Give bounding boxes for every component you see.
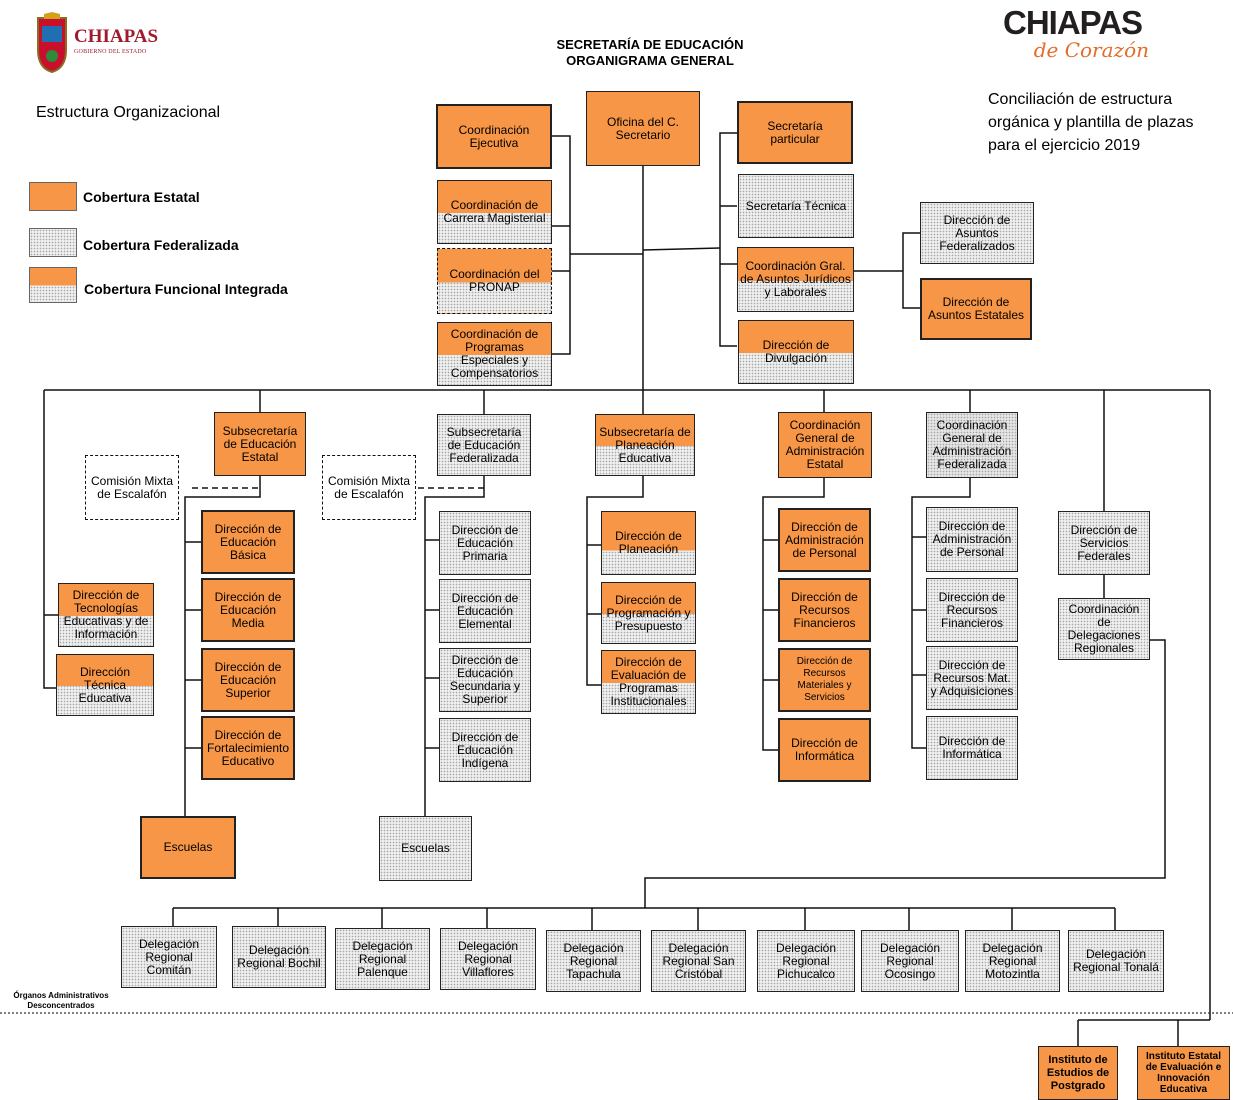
unit-oficina-secretario: Oficina del C. Secretario <box>586 91 700 166</box>
unit-dir-informatica-estatal: Dirección de Informática <box>778 718 871 782</box>
unit-dir-divulgacion: Dirección de Divulgación <box>738 320 854 384</box>
unit-dir-asuntos-fed: Dirección de Asuntos Federalizados <box>920 202 1034 264</box>
unit-dir-superior: Dirección de Educación Superior <box>201 648 295 712</box>
unit-dir-personal-estatal: Dirección de Administración de Personal <box>778 508 871 572</box>
unit-dir-planeacion: Dirección de Planeación <box>601 511 696 575</box>
unit-dir-fortalecimiento: Dirección de Fortalecimiento Educativo <box>201 716 295 780</box>
unit-dir-materiales-estatal: Dirección de Recursos Materiales y Servi… <box>778 648 871 712</box>
unit-delegacion-tapachula: Delegación Regional Tapachula <box>546 930 641 992</box>
unit-coord-ejecutiva: Coordinación Ejecutiva <box>436 104 552 169</box>
chiapas-de-corazon-logo: CHIAPAS de Corazón <box>1003 4 1153 68</box>
unit-dir-secundaria: Dirección de Educación Secundaria y Supe… <box>439 648 531 712</box>
unit-dir-financieros-fed: Dirección de Recursos Financieros <box>926 578 1018 642</box>
unit-dir-materiales-fed: Dirección de Recursos Mat. y Adquisicion… <box>926 646 1018 710</box>
legend-label-funcional: Cobertura Funcional Integrada <box>84 281 288 297</box>
unit-dir-basica: Dirección de Educación Básica <box>201 510 295 574</box>
unit-dir-primaria: Dirección de Educación Primaria <box>439 511 531 575</box>
unit-dir-programacion: Dirección de Programación y Presupuesto <box>601 582 696 644</box>
left-logo-text: CHIAPAS <box>74 26 159 47</box>
unit-subsec-estatal: Subsecretaría de Educación Estatal <box>214 412 306 476</box>
unit-instituto-postgrado: Instituto de Estudios de Postgrado <box>1038 1046 1118 1100</box>
label-organos-desconcentrados: Órganos Administrativos Desconcentrados <box>13 991 109 1010</box>
unit-dir-elemental: Dirección de Educación Elemental <box>439 579 531 643</box>
unit-delegacion-villaflores: Delegación Regional Villaflores <box>440 928 536 990</box>
legend-swatch-federalizada <box>29 228 77 257</box>
unit-delegacion-san-cristobal: Delegación Regional San Cristóbal <box>651 930 746 992</box>
unit-subsec-federalizada: Subsecretaría de Educación Federalizada <box>437 414 531 476</box>
legend-label-federalizada: Cobertura Federalizada <box>83 237 239 253</box>
unit-dir-tecnologias: Dirección de Tecnologías Educativas y de… <box>58 583 154 647</box>
unit-delegacion-pichucalco: Delegación Regional Pichucalco <box>757 930 855 992</box>
unit-sec-particular: Secretaría particular <box>737 101 853 164</box>
unit-delegacion-tonala: Delegación Regional Tonalá <box>1068 930 1164 992</box>
unit-delegacion-ocosingo: Delegación Regional Ocosingo <box>861 930 959 992</box>
unit-delegacion-comitan: Delegación Regional Comitán <box>121 926 217 988</box>
unit-coord-programas: Coordinación de Programas Especiales y C… <box>437 322 552 386</box>
unit-coord-delegaciones: Coordinación de Delegaciones Regionales <box>1058 598 1150 660</box>
right-logo-text: CHIAPAS <box>1003 4 1143 41</box>
legend-label-estatal: Cobertura Estatal <box>83 189 200 205</box>
unit-subsec-planeacion: Subsecretaría de Planeación Educativa <box>595 414 695 476</box>
unit-delegacion-bochil: Delegación Regional Bochil <box>232 926 326 988</box>
unit-dir-financieros-estatal: Dirección de Recursos Financieros <box>778 578 871 642</box>
unit-dir-evaluacion: Dirección de Evaluación de Programas Ins… <box>601 650 696 714</box>
unit-escuelas-1: Escuelas <box>140 816 236 879</box>
unit-comision-escalafon-1: Comisión Mixta de Escalafón <box>85 455 179 520</box>
unit-comision-escalafon-2: Comisión Mixta de Escalafón <box>322 455 416 520</box>
unit-dir-servicios-federales: Dirección de Servicios Federales <box>1058 511 1150 575</box>
unit-dir-media: Dirección de Educación Media <box>201 578 295 642</box>
unit-coord-carrera: Coordinación de Carrera Magisterial <box>437 180 552 244</box>
right-logo-script: de Corazón <box>1033 38 1149 62</box>
unit-sec-tecnica: Secretaría Técnica <box>738 174 854 238</box>
chart-title-line2: ORGANIGRAMA GENERAL <box>566 53 734 68</box>
unit-coord-pronap: Coordinación del PRONAP <box>437 248 552 314</box>
coat-of-arms-icon <box>37 12 67 74</box>
unit-dir-asuntos-est: Dirección de Asuntos Estatales <box>920 278 1032 340</box>
unit-dir-tecnica: Dirección Técnica Educativa <box>56 654 154 716</box>
note-conciliacion: Conciliación de estructura orgánica y pl… <box>988 91 1194 154</box>
unit-dir-personal-fed: Dirección de Administración de Personal <box>926 507 1018 572</box>
unit-coord-juridicos: Coordinación Gral. de Asuntos Jurídicos … <box>737 247 854 312</box>
legend-swatch-funcional <box>29 267 77 303</box>
chart-title: SECRETARÍA DE EDUCACIÓN ORGANIGRAMA GENE… <box>500 37 800 69</box>
chart-title-line1: SECRETARÍA DE EDUCACIÓN <box>556 37 744 52</box>
unit-coord-admin-federalizada: Coordinación General de Administración F… <box>926 412 1018 478</box>
unit-delegacion-motozintla: Delegación Regional Motozintla <box>965 930 1060 992</box>
legend-swatch-estatal <box>29 182 77 211</box>
left-logo-subtext: GOBIERNO DEL ESTADO <box>74 49 147 55</box>
chiapas-government-logo: CHIAPAS GOBIERNO DEL ESTADO <box>34 12 164 78</box>
unit-delegacion-palenque: Delegación Regional Palenque <box>335 928 430 990</box>
unit-instituto-evaluacion: Instituto Estatal de Evaluación e Innova… <box>1137 1046 1230 1100</box>
subtitle-estructura: Estructura Organizacional <box>36 104 221 121</box>
unit-dir-indigena: Dirección de Educación Indígena <box>439 718 531 782</box>
unit-escuelas-2: Escuelas <box>379 816 472 881</box>
unit-dir-informatica-fed: Dirección de Informática <box>926 716 1018 780</box>
unit-coord-admin-estatal: Coordinación General de Administración E… <box>778 412 872 478</box>
